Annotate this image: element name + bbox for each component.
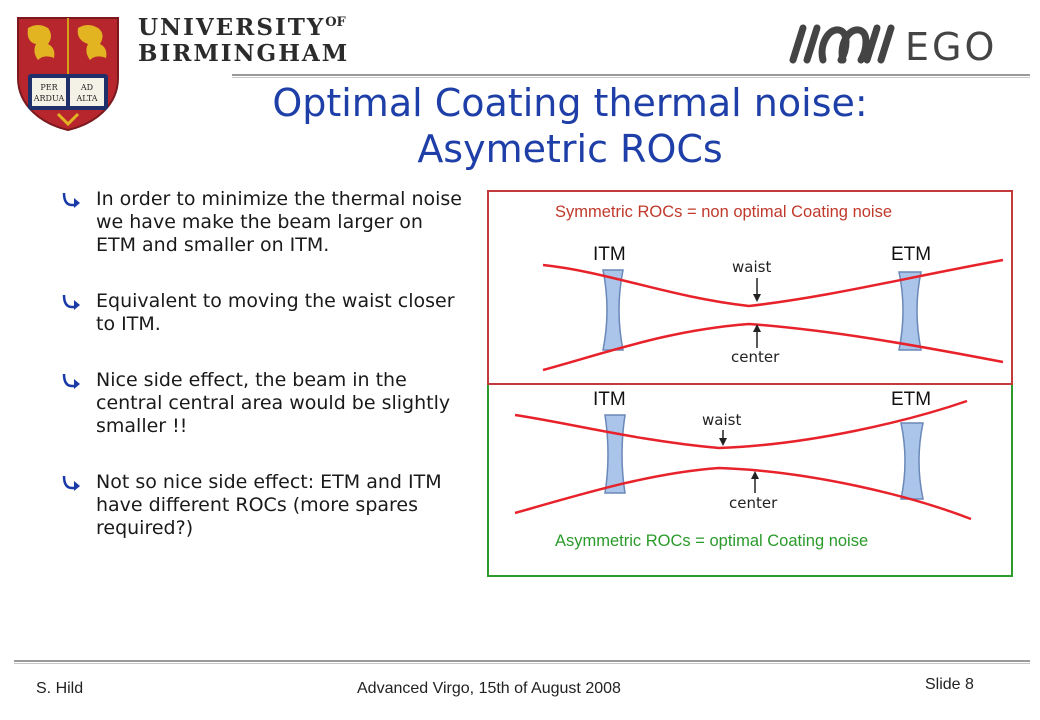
crest-motto-4: ALTA <box>75 94 97 103</box>
crest-motto-1: PER <box>40 83 58 92</box>
arrow-bullet-icon <box>62 373 80 389</box>
ego-logo-icon: EGO <box>789 24 997 68</box>
bullet-list: In order to minimize the thermal noise w… <box>62 188 462 573</box>
asymmetric-beam-diagram: waist center <box>514 399 972 521</box>
ego-text: EGO <box>905 25 997 68</box>
asymmetric-center-label: center <box>729 494 778 512</box>
symmetric-panel: Symmetric ROCs = non optimal Coating noi… <box>487 190 1013 385</box>
beam-upper <box>542 258 1004 308</box>
asymmetric-caption: Asymmetric ROCs = optimal Coating noise <box>555 532 869 550</box>
cavity-figure: Symmetric ROCs = non optimal Coating noi… <box>487 190 1017 578</box>
bullet-text: Equivalent to moving the waist closer to… <box>96 290 455 335</box>
beam-upper <box>514 399 968 450</box>
asymmetric-waist-label: waist <box>702 411 741 429</box>
university-name-line1: UNIVERSITYOF <box>138 14 346 41</box>
asymmetric-etm-label: ETM <box>891 389 932 410</box>
symmetric-beam-diagram: waist center <box>542 258 1004 372</box>
crest-motto-2: ARDUA <box>33 94 65 103</box>
university-word: UNIVERSITY <box>138 14 326 41</box>
header-rule <box>0 74 1040 79</box>
arrow-bullet-icon <box>62 294 80 310</box>
crest-motto-3: AD <box>80 83 93 92</box>
etm-mirror-icon <box>900 422 924 500</box>
arrow-bullet-icon <box>62 192 80 208</box>
bullet-item: Equivalent to moving the waist closer to… <box>62 290 462 336</box>
bullet-item: Not so nice side effect: ETM and ITM hav… <box>62 471 462 540</box>
symmetric-etm-label: ETM <box>891 244 932 265</box>
asymmetric-itm-label: ITM <box>593 389 626 410</box>
slide-title: Optimal Coating thermal noise: Asymetric… <box>150 80 990 172</box>
title-line-2: Asymetric ROCs <box>417 127 723 171</box>
bullet-item: Nice side effect, the beam in the centra… <box>62 369 462 438</box>
itm-mirror-icon <box>602 269 624 351</box>
beam-lower <box>542 322 1004 372</box>
university-of: OF <box>325 15 346 30</box>
bullet-text: In order to minimize the thermal noise w… <box>96 188 462 256</box>
footer-rule <box>0 660 1040 665</box>
arrow-bullet-icon <box>62 475 80 491</box>
etm-mirror-icon <box>898 271 922 351</box>
itm-mirror-icon <box>604 414 626 494</box>
title-line-1: Optimal Coating thermal noise: <box>272 81 868 125</box>
symmetric-waist-label: waist <box>732 258 771 276</box>
university-name-line2: BIRMINGHAM <box>138 40 350 67</box>
footer-author: S. Hild <box>36 680 84 697</box>
symmetric-center-label: center <box>731 348 780 366</box>
bullet-text: Not so nice side effect: ETM and ITM hav… <box>96 471 442 539</box>
asymmetric-panel: ITM ETM waist center Asymmetric ROCs = o… <box>487 385 1013 577</box>
symmetric-caption: Symmetric ROCs = non optimal Coating noi… <box>555 203 893 221</box>
footer-event: Advanced Virgo, 15th of August 2008 <box>357 680 621 697</box>
slide-number: Slide 8 <box>925 676 974 693</box>
symmetric-itm-label: ITM <box>593 244 626 265</box>
bullet-text: Nice side effect, the beam in the centra… <box>96 369 451 437</box>
beam-lower <box>514 466 972 521</box>
university-crest-icon: PER ARDUA AD ALTA <box>17 17 119 132</box>
bullet-item: In order to minimize the thermal noise w… <box>62 188 462 257</box>
